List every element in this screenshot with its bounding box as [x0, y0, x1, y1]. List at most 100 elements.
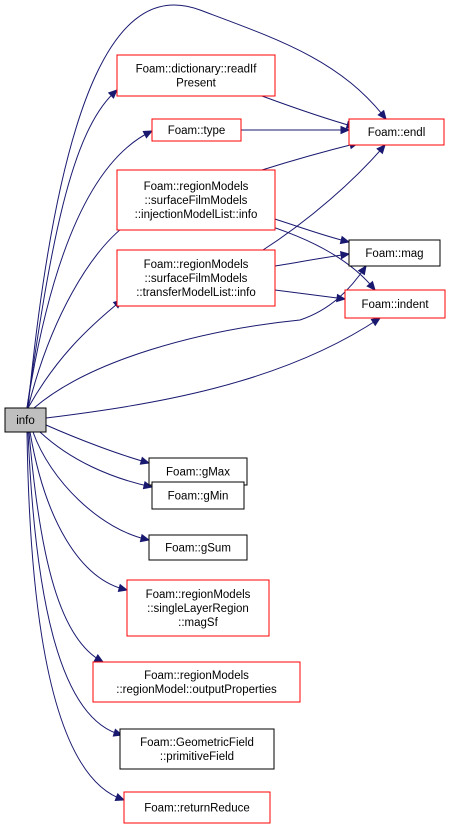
node-injectionInfo[interactable]: Foam::regionModels::surfaceFilmModels::i… — [116, 169, 276, 231]
node-label-line: Foam::regionModels — [144, 181, 249, 193]
edge-line — [32, 431, 150, 541]
node-label-line: info — [16, 415, 35, 427]
node-box — [119, 728, 275, 770]
node-box — [344, 289, 446, 319]
edge-info-to-transferInfo — [27, 299, 123, 409]
node-gMin[interactable]: Foam::gMin — [151, 481, 245, 510]
edge-line — [274, 289, 346, 300]
edge-info-to-readIfPresent — [26, 89, 118, 409]
node-label-line: Foam::gMin — [168, 491, 229, 503]
node-info[interactable]: info — [4, 407, 47, 433]
node-label-line: Foam::returnReduce — [144, 803, 249, 815]
edge-readIfPresent-to-endl — [261, 95, 357, 129]
edge-line — [45, 317, 381, 419]
node-box — [4, 407, 47, 433]
node-label-line: Foam::gSum — [165, 543, 231, 555]
edge-line — [26, 89, 118, 409]
edge-info-to-gMax — [45, 424, 151, 465]
edge-arrowhead — [377, 109, 387, 120]
edge-info-to-gMin — [39, 431, 154, 490]
node-label-line: Foam::type — [168, 125, 226, 137]
node-type[interactable]: Foam::type — [151, 118, 242, 142]
edge-arrowhead — [339, 235, 351, 245]
edge-line — [259, 144, 386, 253]
edge-arrowhead — [370, 317, 382, 327]
edge-line — [27, 299, 123, 409]
node-returnReduce[interactable]: Foam::returnReduce — [123, 791, 271, 824]
edge-arrowhead — [114, 793, 126, 802]
edge-info-to-gSum — [32, 431, 151, 543]
edge-arrowhead — [336, 293, 347, 303]
edge-arrowhead — [340, 125, 351, 135]
edge-line — [26, 130, 153, 409]
edge-arrowhead — [376, 144, 386, 155]
edge-arrowhead — [117, 583, 129, 592]
node-label-line: Foam::dictionary::readIf — [136, 64, 258, 76]
edge-arrowhead — [139, 533, 151, 543]
node-gMax[interactable]: Foam::gMax — [148, 457, 248, 486]
edge-line — [27, 4, 387, 409]
edge-transferInfo-to-indent — [274, 289, 347, 303]
edge-transferInfo-to-mag — [274, 250, 351, 267]
edge-info-to-mag — [33, 264, 367, 409]
edge-arrowhead — [139, 456, 151, 465]
edge-injectionInfo-to-endl — [261, 140, 360, 171]
edge-line — [27, 431, 123, 736]
edge-line — [261, 142, 359, 171]
node-endl[interactable]: Foam::endl — [348, 118, 445, 146]
edge-line — [39, 431, 153, 488]
edges-layer — [26, 4, 387, 802]
node-box — [348, 239, 441, 267]
node-gSum[interactable]: Foam::gSum — [148, 534, 248, 561]
edge-line — [274, 253, 350, 267]
node-mag[interactable]: Foam::mag — [348, 239, 441, 267]
node-label-line: Present — [176, 78, 216, 90]
node-label-line: ::regionModel::outputProperties — [116, 684, 277, 696]
node-transferInfo[interactable]: Foam::regionModels::surfaceFilmModels::t… — [116, 249, 276, 307]
node-label-line: Foam::regionModels — [146, 589, 251, 601]
node-box — [148, 457, 248, 486]
edge-transferInfo-to-endl — [259, 144, 386, 253]
node-magSf[interactable]: Foam::regionModels::singleLayerRegion::m… — [126, 579, 270, 637]
edge-info-to-injectionInfo — [27, 221, 132, 409]
node-indent[interactable]: Foam::indent — [344, 289, 446, 319]
node-label-line: Foam::mag — [365, 248, 423, 260]
node-box — [116, 249, 276, 307]
node-label-line: Foam::GeometricField — [140, 737, 254, 749]
node-box — [92, 661, 301, 703]
node-box — [148, 534, 248, 561]
edge-line — [29, 431, 128, 591]
edge-info-to-indent — [45, 317, 382, 419]
node-label-line: ::surfaceFilmModels — [145, 273, 248, 285]
edge-arrowhead — [357, 264, 367, 276]
edge-line — [26, 431, 125, 801]
edge-arrowhead — [142, 480, 154, 490]
node-outputProperties[interactable]: Foam::regionModels::regionModel::outputP… — [92, 661, 301, 703]
node-primitiveField[interactable]: Foam::GeometricField::primitiveField — [119, 728, 275, 770]
edge-line — [45, 424, 150, 464]
edge-arrowhead — [107, 89, 118, 99]
edge-info-to-type — [26, 130, 154, 409]
node-label-line: Foam::regionModels — [144, 259, 249, 271]
node-label-line: ::transferModelList::info — [136, 287, 256, 299]
node-box — [151, 481, 245, 510]
node-label-line: ::surfaceFilmModels — [145, 195, 248, 207]
edge-info-to-endl — [27, 4, 387, 409]
node-box — [116, 169, 276, 231]
nodes-layer: infoFoam::dictionary::readIfPresentFoam:… — [4, 54, 446, 824]
edge-info-to-returnReduce — [26, 431, 126, 802]
node-label-line: Foam::endl — [368, 127, 426, 139]
edge-line — [261, 95, 356, 128]
node-label-line: Foam::gMax — [166, 467, 230, 479]
node-label-line: ::primitiveField — [160, 751, 234, 763]
edge-arrowhead — [142, 130, 154, 139]
edge-line — [27, 221, 131, 409]
node-box — [151, 118, 242, 142]
node-box — [116, 54, 276, 97]
node-label-line: ::injectionModelList::info — [135, 209, 258, 221]
node-box — [348, 118, 445, 146]
edge-arrowhead — [366, 280, 376, 291]
